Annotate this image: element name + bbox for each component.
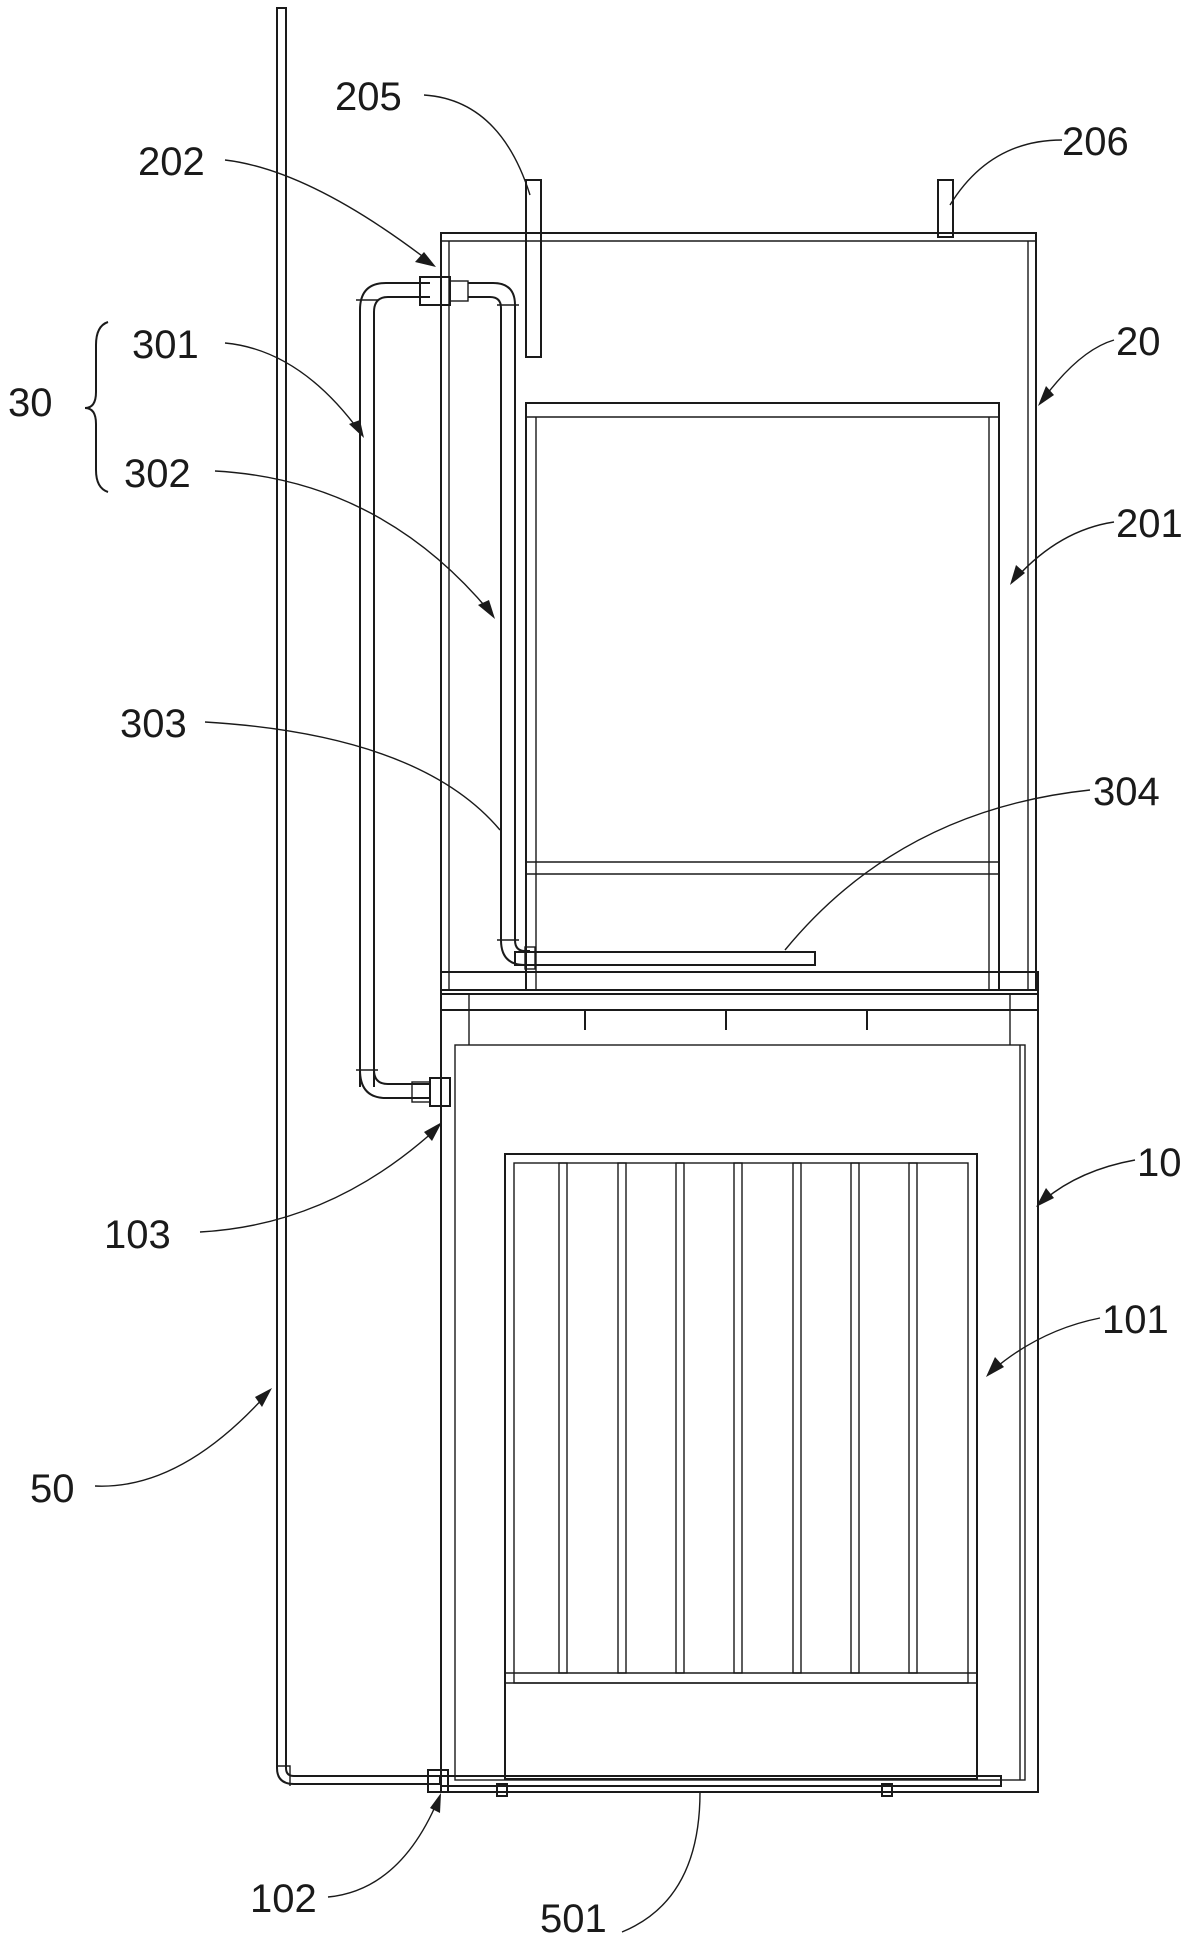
separator-plate bbox=[440, 971, 1039, 1045]
rack-bar-4 bbox=[733, 1162, 743, 1674]
label-206: 206 bbox=[1062, 120, 1129, 164]
leader-lines bbox=[84, 94, 1136, 1933]
rack-bar-1 bbox=[558, 1162, 568, 1674]
label-20: 20 bbox=[1116, 320, 1161, 364]
label-501: 501 bbox=[540, 1897, 607, 1935]
upper-tank-20 bbox=[440, 179, 1037, 991]
tray-304 bbox=[514, 951, 816, 966]
label-302: 302 bbox=[124, 452, 191, 496]
label-10: 10 bbox=[1137, 1141, 1182, 1185]
pipe-501 bbox=[427, 1769, 1002, 1797]
label-303: 303 bbox=[120, 702, 187, 746]
rack-bars bbox=[558, 1162, 918, 1674]
label-301: 301 bbox=[132, 323, 199, 367]
pipe-206 bbox=[937, 179, 954, 238]
pipe-205 bbox=[525, 179, 542, 358]
rack-101 bbox=[504, 1153, 978, 1780]
label-50: 50 bbox=[30, 1467, 75, 1511]
inner-frame-201 bbox=[514, 402, 1000, 991]
rack-bar-3 bbox=[675, 1162, 685, 1674]
rack-bar-5 bbox=[792, 1162, 802, 1674]
rack-bar-6 bbox=[850, 1162, 860, 1674]
label-205: 205 bbox=[335, 75, 402, 119]
label-101: 101 bbox=[1102, 1298, 1169, 1342]
reference-labels: 205 202 206 20 201 30 301 302 303 304 10… bbox=[8, 75, 1183, 1935]
pipe-50 bbox=[276, 7, 441, 1786]
label-30: 30 bbox=[8, 381, 53, 425]
label-202: 202 bbox=[138, 140, 205, 184]
valve-102 bbox=[427, 1769, 449, 1793]
valve-202 bbox=[419, 276, 451, 306]
label-304: 304 bbox=[1093, 770, 1160, 814]
label-102: 102 bbox=[250, 1877, 317, 1921]
label-103: 103 bbox=[104, 1213, 171, 1257]
rack-bar-7 bbox=[908, 1162, 918, 1674]
rack-bar-2 bbox=[617, 1162, 627, 1674]
circulation-pipes-30 bbox=[356, 276, 536, 1107]
label-201: 201 bbox=[1116, 502, 1183, 546]
